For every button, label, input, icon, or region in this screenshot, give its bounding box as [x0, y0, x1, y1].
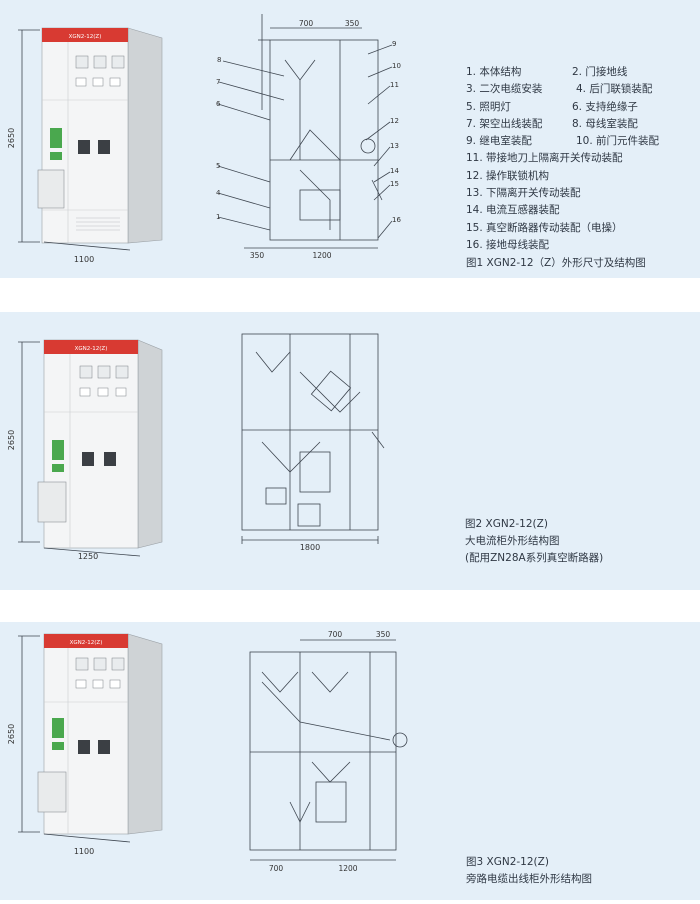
figure2-graphics: 2650 XGN2-12(Z) 1250 [7, 333, 385, 561]
cabinet1-width-label: 1100 [74, 255, 94, 264]
dim-bottom-front: 700 [269, 864, 284, 873]
callout-1: 1 [216, 213, 220, 221]
figure2-technical-drawing [241, 333, 385, 544]
figure1-panel: 2650 XGN2-12(Z) [0, 0, 700, 278]
callout-8: 8 [217, 56, 221, 64]
callout-4: 4 [216, 189, 221, 197]
legend-row: 15. 真空断路器传动装配（电操） [466, 220, 696, 237]
cabinet3-width-dimension [43, 833, 131, 843]
cabinet2-width-label: 1250 [78, 552, 98, 561]
figure2-caption: 图2 XGN2-12(Z) 大电流柜外形结构图 (配用ZN28A系列真空断路器) [465, 516, 603, 567]
indicator-green [50, 128, 62, 148]
dim-bottom-front: 350 [250, 251, 265, 260]
cabinet2-nameplate: XGN2-12(Z) [75, 346, 108, 352]
legend-item: 5. 照明灯 [466, 100, 511, 113]
cabinet1-height-label: 2650 [7, 128, 16, 148]
legend-row: 16. 接地母线装配 [466, 237, 696, 254]
callout-5: 5 [216, 162, 220, 170]
legend-item: 4. 后门联锁装配 [576, 83, 653, 96]
legend-row: 5. 照明灯 6. 支持绝缘子 [466, 99, 696, 116]
callout-11: 11 [390, 81, 399, 89]
cabinet3-height-dimension [18, 635, 40, 833]
legend-row: 14. 电流互感器装配 [466, 202, 696, 219]
figure1-legend: 1. 本体结构 2. 门接地线 3. 二次电缆安装 4. 后门联锁装配 5. 照… [466, 64, 696, 273]
caption-line: 图2 XGN2-12(Z) [465, 518, 548, 530]
callout-6: 6 [216, 100, 221, 108]
legend-item: 2. 门接地线 [572, 66, 628, 78]
figure2-drawing-width-label: 1800 [300, 543, 320, 552]
legend-item: 11. 带接地刀上隔离开关传动装配 [466, 152, 623, 165]
legend-item: 9. 继电室装配 [466, 135, 532, 148]
legend-row: 12. 操作联锁机构 [466, 168, 696, 185]
legend-row: 9. 继电室装配 10. 前门元件装配 [466, 133, 696, 150]
cabinet3-height-label: 2650 [7, 724, 16, 744]
figure1-technical-drawing [217, 14, 393, 249]
legend-row: 13. 下隔离开关传动装配 [466, 185, 696, 202]
cabinet3-width-label: 1100 [74, 847, 94, 856]
callout-9: 9 [392, 40, 396, 48]
figure1-callout-numbers: 1 4 5 6 7 8 9 10 11 12 13 14 15 16 [216, 40, 401, 224]
caption-line: (配用ZN28A系列真空断路器) [465, 552, 604, 564]
callout-10: 10 [392, 62, 401, 70]
callout-12: 12 [390, 117, 399, 125]
legend-row: 11. 带接地刀上隔离开关传动装配 [466, 150, 696, 167]
legend-row: 1. 本体结构 2. 门接地线 [466, 64, 696, 81]
caption-line: 图3 XGN2-12(Z) [466, 856, 549, 868]
caption-line: 大电流柜外形结构图 [465, 535, 560, 547]
figure3-panel: 2650 XGN2-12(Z) 1100 [0, 622, 700, 900]
dim-bottom-main: 1200 [312, 251, 331, 260]
legend-item: 15. 真空断路器传动装配（电操） [466, 221, 623, 234]
legend-item: 6. 支持绝缘子 [572, 100, 638, 113]
legend-item: 14. 电流互感器装配 [466, 204, 560, 217]
legend-row: 3. 二次电缆安装 4. 后门联锁装配 [466, 81, 696, 98]
cabinet2-photo: XGN2-12(Z) [37, 339, 163, 549]
caption-line: 旁路电缆出线柜外形结构图 [466, 873, 592, 885]
legend-item: 16. 接地母线装配 [466, 238, 550, 251]
dim-top-rear: 350 [376, 630, 391, 639]
cabinet1-height-dimension [18, 29, 40, 243]
legend-item: 8. 母线室装配 [572, 117, 638, 130]
cabinet2-height-label: 2650 [7, 430, 16, 450]
figure1-graphics: 2650 XGN2-12(Z) [7, 14, 401, 264]
dim-top-front: 700 [299, 19, 314, 28]
legend-item: 12. 操作联锁机构 [466, 169, 550, 182]
figure3-graphics: 2650 XGN2-12(Z) 1100 [7, 630, 408, 873]
cabinet3-photo: XGN2-12(Z) [37, 633, 163, 835]
callout-14: 14 [390, 167, 399, 175]
legend-row: 7. 架空出线装配 8. 母线室装配 [466, 116, 696, 133]
legend-item: 10. 前门元件装配 [576, 135, 660, 148]
figure2-panel: 2650 XGN2-12(Z) 1250 [0, 312, 700, 590]
callout-16: 16 [392, 216, 401, 224]
callout-15: 15 [390, 180, 399, 188]
dim-top-front: 700 [328, 630, 343, 639]
figure3-technical-drawing [249, 639, 408, 861]
nameplate-strip [42, 28, 128, 42]
callout-13: 13 [390, 142, 399, 150]
legend-item: 3. 二次电缆安装 [466, 83, 543, 96]
callout-7: 7 [216, 78, 220, 86]
figure1-title: 图1 XGN2-12（Z）外形尺寸及结构图 [466, 257, 646, 270]
dim-top-rear: 350 [345, 19, 360, 28]
cabinet1-photo: XGN2-12(Z) [37, 27, 163, 244]
figure3-dimension-labels: 700 350 700 1200 [269, 630, 391, 873]
legend-item: 1. 本体结构 [466, 66, 522, 78]
dim-bottom-main: 1200 [338, 864, 357, 873]
cabinet1-nameplate: XGN2-12(Z) [69, 34, 102, 40]
cabinet2-height-dimension [18, 341, 40, 543]
figure3-caption: 图3 XGN2-12(Z) 旁路电缆出线柜外形结构图 [466, 854, 592, 888]
cabinet2-width-dimension [43, 547, 141, 557]
cabinet1-width-dimension [43, 241, 131, 251]
figure1-dimension-labels: 700 350 350 1200 [250, 19, 360, 260]
cabinet3-nameplate: XGN2-12(Z) [70, 640, 103, 646]
legend-item: 7. 架空出线装配 [466, 117, 543, 130]
legend-item: 13. 下隔离开关传动装配 [466, 187, 581, 200]
